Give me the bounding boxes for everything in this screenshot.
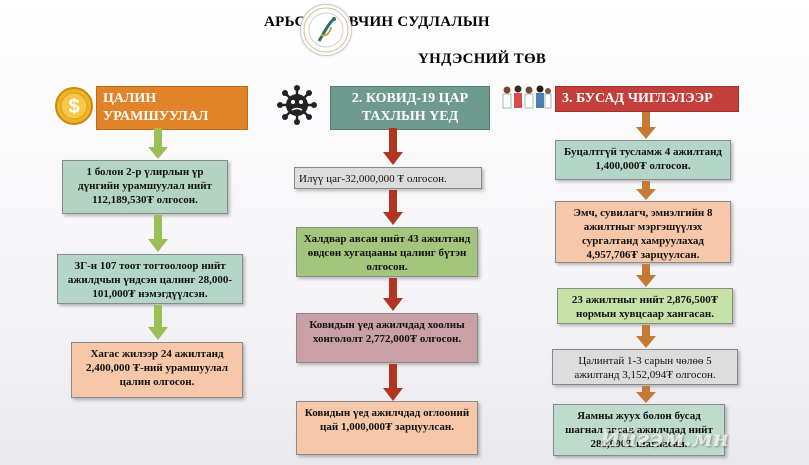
salary-box-3: Хагас жилээр 24 ажилтанд 2,400,000 ₮-ний… [71,342,243,398]
arrow-down-icon [636,386,656,403]
column-header-other: 3. БУСАД ЧИГЛЭЛЭЭР [555,86,739,112]
arrow-down-icon [383,128,403,165]
column-header-covid: 2. КОВИД-19 ЦАР ТАХЛЫН ҮЕД [330,86,490,130]
other-box-2: Эмч, сувилагч, эмнэлгийн 8 ажилтныг мэрг… [555,201,731,263]
other-box-5: Яамны жуух болон бусад шагнал авсан ажил… [553,404,725,456]
other-box-1: Буцалтгүй тусламж 4 ажилтанд 1,400,000₮ … [555,140,731,180]
page-subtitle: ҮНДЭСНИЙ ТӨВ [418,51,547,67]
arrow-down-icon [148,215,168,252]
arrow-down-icon [148,128,168,159]
covid-box-3: Ковидын үед ажилчдад хоолны хонгололт 2,… [296,313,478,363]
covid-box-2: Халдвар авсан нийт 43 ажилтанд өвдсөн ху… [296,227,478,277]
dollar-coin-icon: $ [54,86,94,126]
arrow-down-icon [148,305,168,340]
organization-logo [300,4,352,56]
covid-box-1: Илүү цаг-32,000,000 ₮ олгосон. [294,167,482,189]
arrow-down-icon [636,112,656,139]
column-header-covid-line1: 2. КОВИД-19 ЦАР [351,91,469,106]
page-title: АРЬСНЫ ӨВЧИН СУДЛАЛЫН [264,14,490,30]
arrow-down-icon [383,364,403,401]
column-header-other-label: 3. БУСАД ЧИГЛЭЛЭЭР [562,91,713,106]
arrow-down-icon [383,278,403,311]
other-box-3: 23 ажилтныг нийт 2,876,500₮ нормын хувцс… [557,288,733,324]
salary-box-2: ЗГ-н 107 тоот тогтоолоор нийт ажилдчын ү… [57,254,243,304]
covid-box-4: Ковидын үед ажилчдад оглооний цай 1,000,… [296,401,478,455]
arrow-down-icon [636,181,656,200]
salary-box-1: 1 болон 2-р үлирлын үр дүнгийн урамшуула… [62,160,228,214]
arrow-down-icon [636,325,656,348]
column-header-salary: ЦАЛИН УРАМШУУЛАЛ [96,86,248,130]
watermark: Ийгэм.мн [600,426,729,452]
arrow-down-icon [636,264,656,287]
medical-staff-icon [500,84,552,114]
arrow-down-icon [383,190,403,225]
column-header-salary-label: ЦАЛИН УРАМШУУЛАЛ [103,91,209,124]
svg-text:$: $ [68,96,79,118]
virus-icon [272,82,322,128]
column-header-covid-line2: ТАХЛЫН ҮЕД [361,109,459,124]
other-box-4: Цалинтай 1-3 сарын чөлөө 5 ажилтанд 3,15… [552,349,738,385]
